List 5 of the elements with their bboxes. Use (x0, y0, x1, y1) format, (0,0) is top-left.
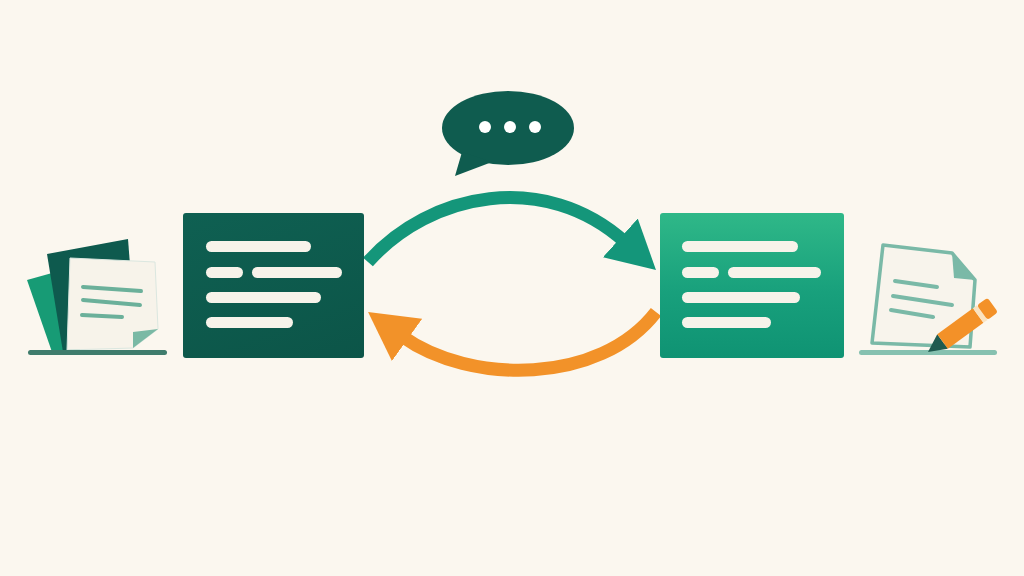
curved-arrow (366, 307, 661, 377)
speech-bubble-icon (440, 90, 575, 178)
curved-arrow (363, 191, 658, 268)
document-panel (660, 213, 844, 358)
document-panel (183, 213, 364, 358)
